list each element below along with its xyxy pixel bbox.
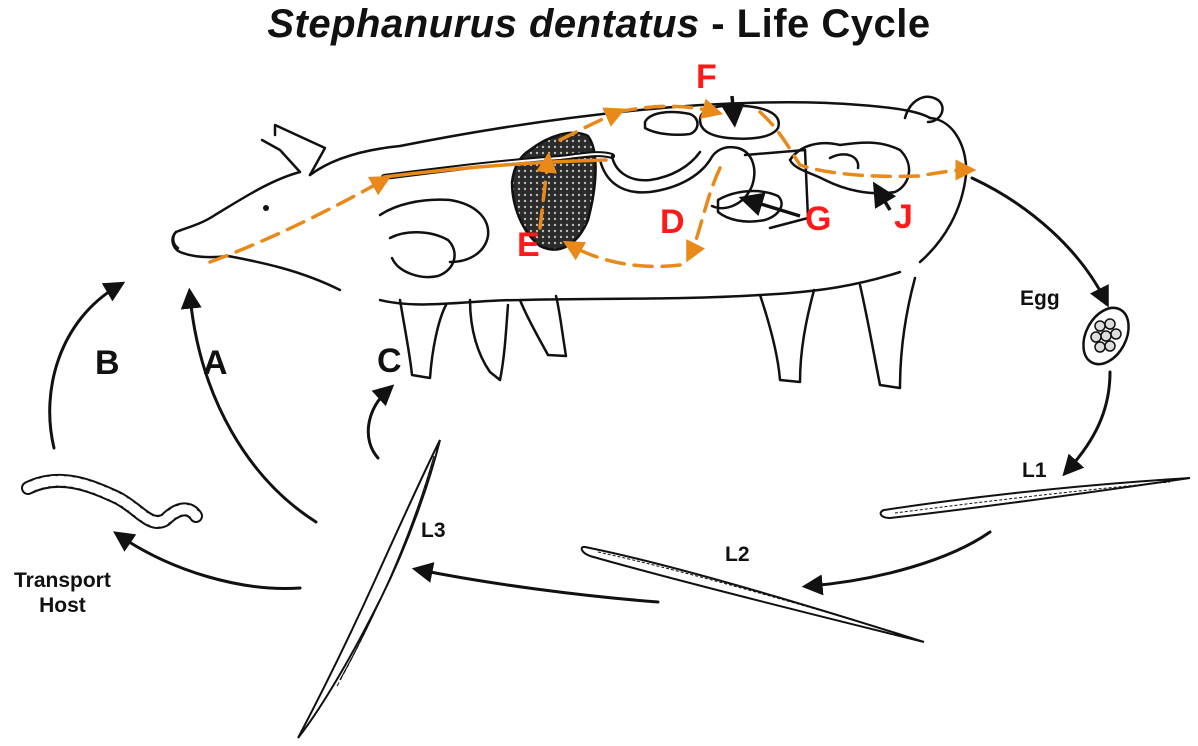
title-species: Stephanurus dentatus [267,2,699,46]
organ-label-g: G [805,202,831,236]
larva-l1 [881,478,1190,518]
title-subtitle: Life Cycle [737,2,931,46]
life-cycle-arrows [50,178,1110,602]
organ-label-j: J [894,200,913,234]
arrow-route-c [368,390,388,458]
route-label-a: A [203,346,228,380]
organ-label-d: D [660,205,685,239]
diagram-title: Stephanurus dentatus - Life Cycle [0,2,1198,47]
larva-l2 [582,547,924,642]
arrow-l3-to-transport-host [120,536,300,588]
stage-label-egg: Egg [1020,288,1060,309]
stage-label-l2: L2 [725,544,750,565]
label-pointers [732,96,890,216]
arrow-l2-to-l3 [420,570,658,602]
transport-host-earthworm [28,481,196,522]
arrow-to-egg [972,178,1105,300]
stage-label-l1: L1 [1022,460,1047,481]
arrow-egg-to-l1 [1068,372,1110,470]
arrow-route-a [190,296,316,522]
route-label-b: B [95,346,120,380]
stage-label-transport-host: Transport Host [14,568,111,618]
organ-label-f: F [696,60,717,94]
route-label-c: C [377,344,402,378]
egg-illustration [1074,300,1137,372]
stage-label-l3: L3 [421,520,446,541]
larva-l3 [298,440,440,738]
title-separator: - [700,2,737,46]
organ-label-e: E [517,228,540,262]
arrow-l1-to-l2 [810,532,990,586]
